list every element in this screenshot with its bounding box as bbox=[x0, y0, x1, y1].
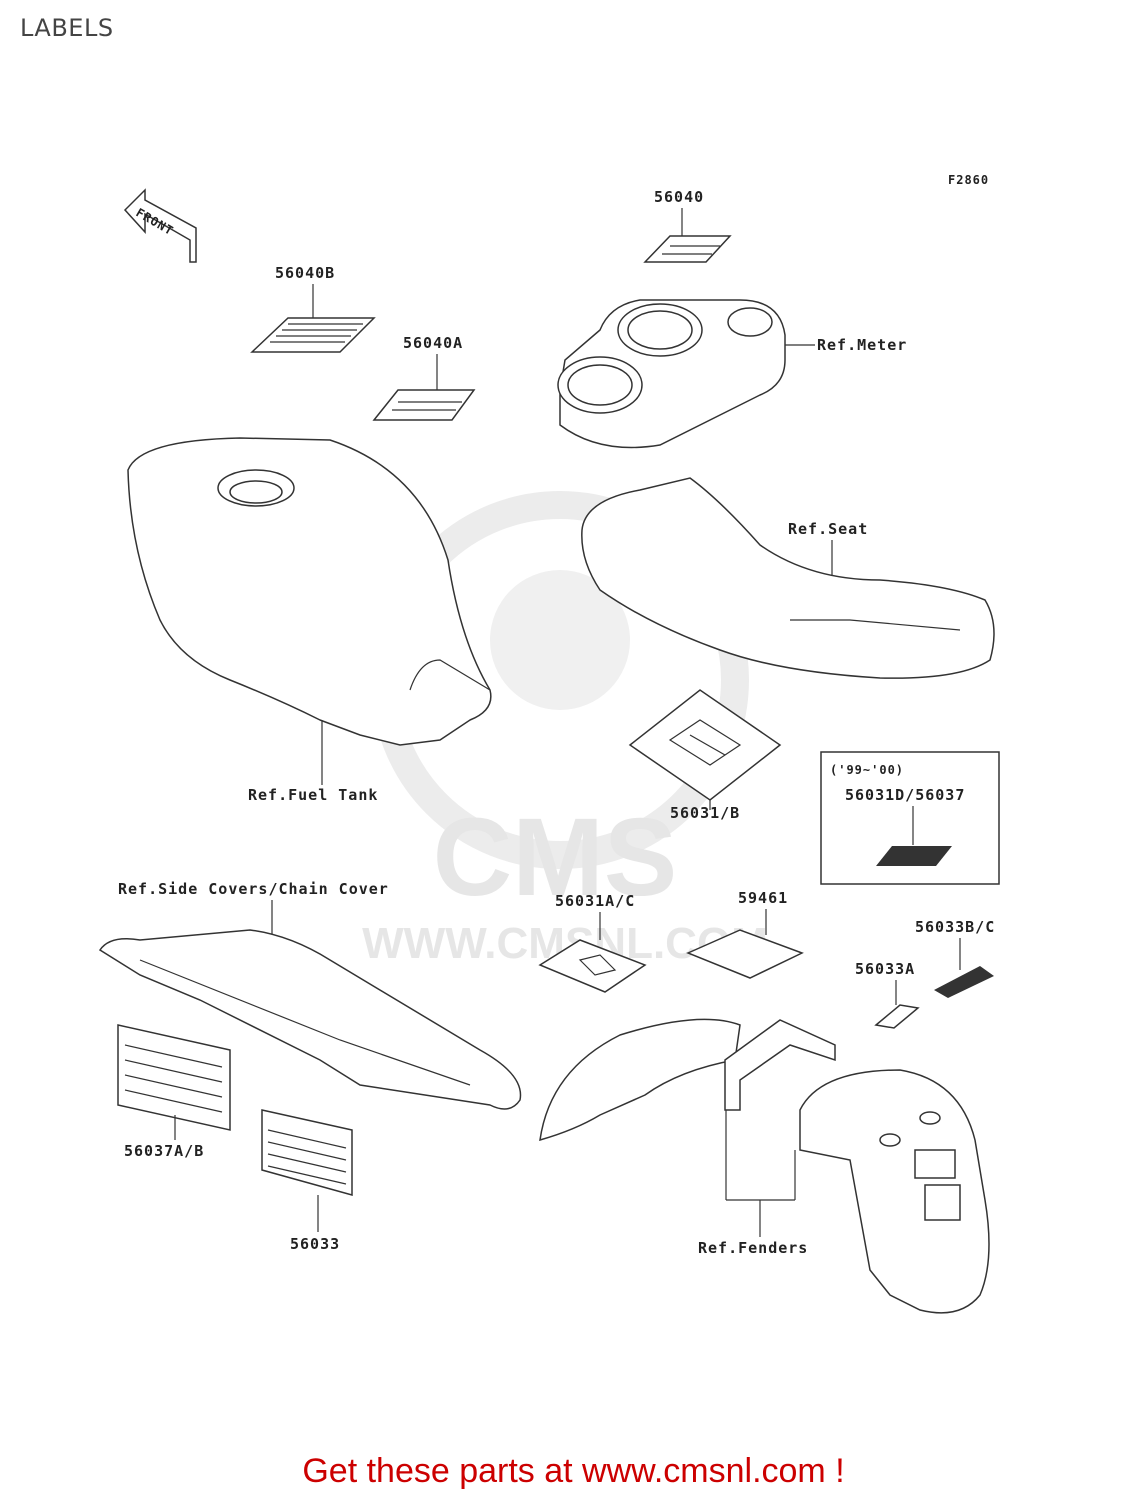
license-bracket bbox=[799, 1069, 990, 1314]
label-56031b: 56031/B bbox=[670, 804, 740, 822]
ref-fenders-label: Ref.Fenders bbox=[698, 1239, 808, 1257]
label-56037ab: 56037A/B bbox=[124, 1142, 204, 1160]
label-56040b: 56040B bbox=[275, 264, 335, 282]
decal-56033a bbox=[874, 1004, 920, 1029]
decal-56040 bbox=[643, 235, 732, 263]
decal-56037ab bbox=[117, 1024, 231, 1131]
ref-meter-label: Ref.Meter bbox=[817, 336, 907, 354]
watermark-logo: CMS bbox=[433, 796, 677, 919]
label-56033: 56033 bbox=[290, 1235, 340, 1253]
page-title: LABELS bbox=[20, 14, 114, 42]
year-range: ('99~'00) bbox=[830, 763, 904, 777]
decal-56031d-56037 bbox=[876, 846, 952, 866]
label-56033a: 56033A bbox=[855, 960, 915, 978]
label-56031ac: 56031A/C bbox=[555, 892, 635, 910]
meter-housing bbox=[557, 299, 786, 449]
decal-56040b bbox=[250, 317, 376, 353]
label-59461: 59461 bbox=[738, 889, 788, 907]
rear-fender bbox=[539, 1018, 836, 1142]
decal-56033 bbox=[261, 1109, 353, 1196]
label-56031d-56037: 56031D/56037 bbox=[845, 786, 965, 804]
chain-cover bbox=[98, 929, 522, 1110]
label-56040: 56040 bbox=[654, 188, 704, 206]
decal-56031ac bbox=[538, 939, 647, 993]
fuel-tank bbox=[127, 437, 492, 746]
decal-59461 bbox=[686, 929, 804, 979]
label-56033bc: 56033B/C bbox=[915, 918, 995, 936]
decal-56040a bbox=[372, 389, 476, 421]
label-56040a: 56040A bbox=[403, 334, 463, 352]
parts-diagram: CMS WWW.CMSNL.COM F2860 FRONT 56040B 560… bbox=[98, 173, 1000, 1314]
ref-fuel-tank-label: Ref.Fuel Tank bbox=[248, 786, 378, 804]
ref-seat-label: Ref.Seat bbox=[788, 520, 868, 538]
decal-56031b bbox=[628, 689, 782, 801]
figure-code: F2860 bbox=[948, 173, 989, 187]
seat bbox=[581, 477, 995, 679]
front-arrow-icon: FRONT bbox=[123, 188, 197, 263]
ref-side-covers-label: Ref.Side Covers/Chain Cover bbox=[118, 880, 389, 898]
cta-link[interactable]: Get these parts at www.cmsnl.com ! bbox=[302, 1452, 845, 1490]
decal-56033bc bbox=[934, 966, 994, 998]
